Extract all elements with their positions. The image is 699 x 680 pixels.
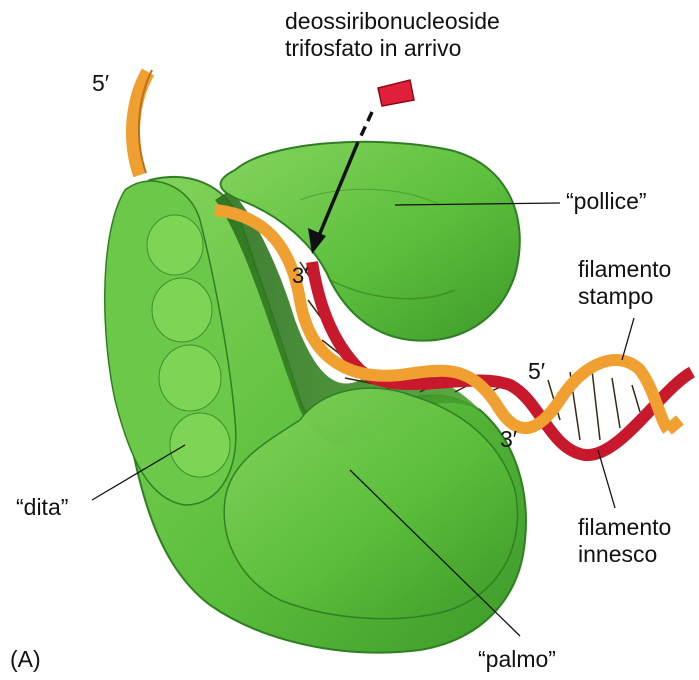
panel-label: (A) bbox=[10, 646, 41, 673]
leader-primer bbox=[598, 450, 615, 508]
template-strand-upper bbox=[133, 70, 152, 175]
primer-strand-label: filamento innesco bbox=[578, 514, 671, 568]
five-prime-top-label: 5′ bbox=[92, 70, 109, 97]
palm-label: “palmo” bbox=[478, 646, 556, 673]
template-label-line2: stampo bbox=[578, 283, 671, 310]
primer-label-line1: filamento bbox=[578, 514, 671, 541]
leader-template bbox=[622, 318, 634, 360]
fingers-label: “dita” bbox=[16, 494, 68, 521]
three-prime-right-label: 3′ bbox=[500, 426, 517, 453]
incoming-nucleotide-label: deossiribonucleoside trifosfato in arriv… bbox=[285, 8, 500, 62]
five-prime-right-label: 5′ bbox=[528, 358, 545, 385]
three-prime-inner-label: 3′ bbox=[292, 262, 308, 289]
template-label-line1: filamento bbox=[578, 256, 671, 283]
template-strand-label: filamento stampo bbox=[578, 256, 671, 310]
incoming-nucleotide bbox=[378, 80, 414, 106]
primer-label-line2: innesco bbox=[578, 541, 671, 568]
incoming-label-line2: trifosfato in arrivo bbox=[285, 35, 500, 62]
incoming-label-line1: deossiribonucleoside bbox=[285, 8, 500, 35]
thumb-label: “pollice” bbox=[566, 188, 647, 215]
